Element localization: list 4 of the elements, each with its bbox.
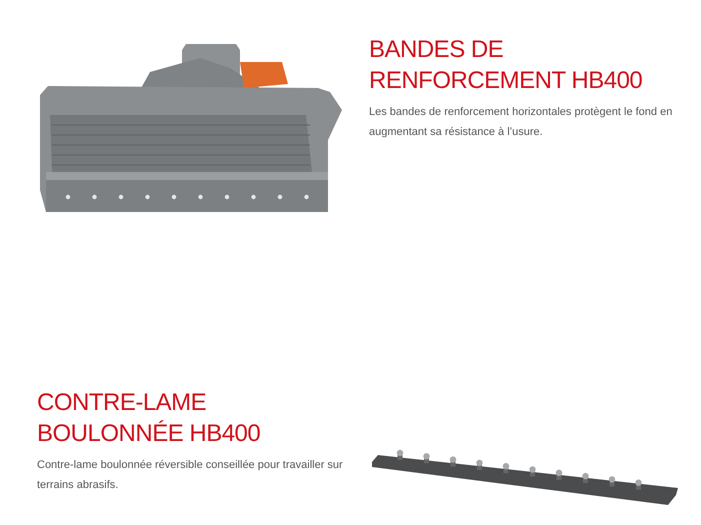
description-text: Contre-lame boulonnée réversible conseillée pour travailler sur terrains abrasifs. <box>37 458 344 493</box>
description-text: Les bandes de renforcement horizontales protègent le fond en augmentant sa résistance à l’usure. <box>369 105 674 140</box>
section-heading: CONTRE-LAME BOULONNÉE HB400 <box>37 388 262 449</box>
section-heading: BANDES DE RENFORCEMENT HB400 <box>369 35 644 96</box>
